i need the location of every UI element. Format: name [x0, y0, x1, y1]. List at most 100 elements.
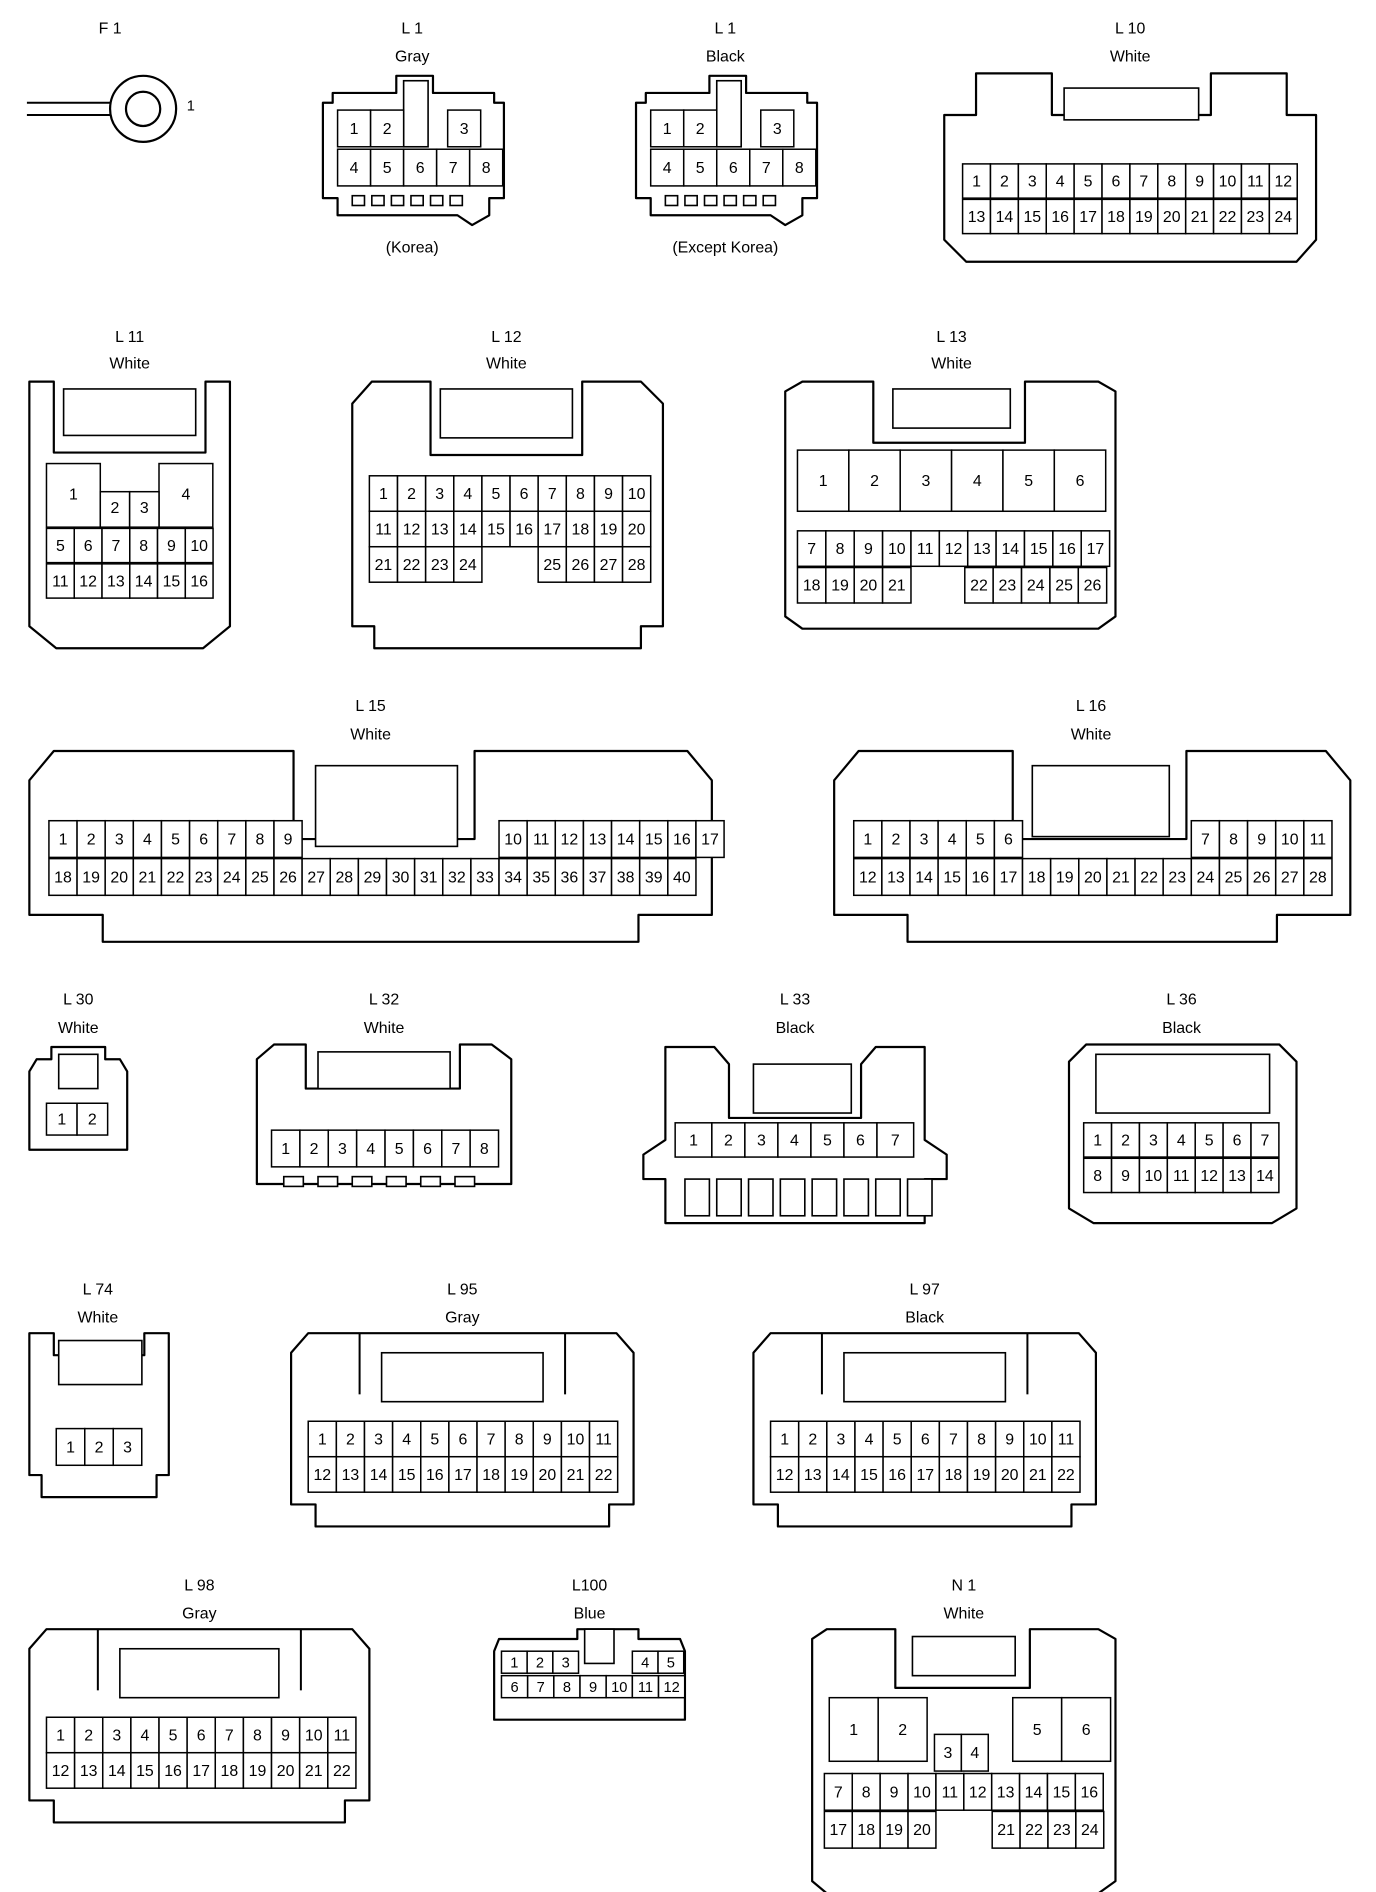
pin-cell [965, 857, 996, 897]
pin-number: 8 [795, 160, 804, 177]
pin-number: 2 [87, 831, 96, 848]
pin-cell [657, 1674, 686, 1699]
pin-cell [1222, 1157, 1252, 1194]
pin-number: 19 [1135, 209, 1153, 226]
pin-number: 7 [452, 1141, 461, 1158]
pin-number: 7 [891, 1132, 900, 1149]
pin-number: 16 [971, 869, 989, 886]
pin-number: 13 [342, 1467, 360, 1484]
pin-number: 11 [1247, 173, 1264, 190]
pin-cell [336, 148, 372, 187]
pin-cell [481, 475, 511, 513]
pin-number: 14 [370, 1467, 388, 1484]
pin-cell [48, 819, 78, 859]
pin-number: 2 [407, 486, 416, 503]
connector-code: N 1 [951, 1578, 976, 1595]
pin-number: 12 [403, 521, 421, 538]
pin-cell [160, 819, 191, 859]
pin-cell [184, 563, 214, 599]
pin-number: 5 [395, 1141, 404, 1158]
pin-number: 37 [589, 869, 607, 886]
pin-number: 34 [504, 869, 522, 886]
pin-cell [1022, 1455, 1053, 1493]
pin-number: 18 [857, 1822, 875, 1839]
pin-number: 3 [1028, 173, 1037, 190]
pin-number: 18 [1028, 869, 1046, 886]
pin-cell [909, 857, 939, 897]
pin-cell [1303, 857, 1333, 897]
pin-cell [402, 148, 438, 187]
pin-cell [1162, 857, 1193, 897]
pin-number: 6 [921, 1431, 930, 1448]
pin-number: 4 [143, 831, 152, 848]
connector-color: White [364, 1020, 405, 1037]
pin-number: 26 [1084, 578, 1102, 595]
pin-cell [470, 857, 500, 897]
pin-number: 1 [1093, 1132, 1102, 1149]
pin-cell [1101, 198, 1131, 235]
pin-number: 5 [823, 1132, 832, 1149]
pin-number: 5 [696, 160, 705, 177]
pin-number: 16 [673, 831, 691, 848]
pin-number: 25 [543, 557, 561, 574]
pin-cell [1053, 449, 1107, 513]
pin-cell [610, 819, 641, 859]
pin-number: 1 [187, 98, 195, 114]
pin-cell [156, 563, 187, 599]
pin-number: 11 [375, 521, 392, 538]
pin-number: 6 [856, 1132, 865, 1149]
pin-number: 22 [333, 1763, 351, 1780]
pin-cell [504, 1455, 535, 1493]
pin-cell [335, 1455, 366, 1493]
pin-number: 5 [169, 1727, 178, 1744]
pin-cell [101, 527, 131, 564]
pin-number: 12 [663, 1680, 679, 1696]
connector-code: L100 [572, 1578, 608, 1595]
pin-number: 8 [1229, 831, 1238, 848]
pin-number: 1 [663, 121, 672, 138]
pin-cell [245, 819, 275, 859]
pin-number: 6 [197, 1727, 206, 1744]
connector-color: Black [1162, 1020, 1201, 1037]
pin-number: 1 [972, 173, 981, 190]
pin-number: 9 [604, 486, 613, 503]
pin-number: 10 [190, 538, 208, 555]
pin-number: 4 [973, 473, 982, 490]
pin-number: 7 [548, 486, 557, 503]
pin-cell [84, 1427, 115, 1467]
pin-number: 15 [943, 869, 961, 886]
pin-number: 14 [459, 521, 477, 538]
pin-number: 8 [480, 1141, 489, 1158]
pin-number: 9 [167, 538, 176, 555]
pin-number: 10 [1281, 831, 1299, 848]
connector-lock-tab [317, 1175, 339, 1188]
pin-cell [899, 449, 953, 513]
pin-cell [961, 163, 992, 199]
connector-lock-tab [282, 1175, 305, 1188]
pin-cell [966, 1455, 997, 1493]
connector-lock-tab [906, 1178, 933, 1217]
pin-cell [1082, 1122, 1113, 1158]
pin-number: 33 [476, 869, 494, 886]
pin-cell [73, 1751, 104, 1789]
pin-number: 11 [942, 1784, 959, 1801]
pin-cell [1268, 163, 1298, 199]
pin-number: 18 [482, 1467, 500, 1484]
pin-cell [1218, 857, 1249, 897]
pin-number: 8 [482, 160, 491, 177]
pin-number: 4 [948, 831, 957, 848]
pin-number: 10 [1145, 1168, 1163, 1185]
pin-number: 10 [1219, 173, 1237, 190]
pin-number: 6 [1076, 473, 1085, 490]
pin-number: 2 [1121, 1132, 1130, 1149]
pin-cell [881, 530, 912, 568]
pin-cell [1218, 819, 1249, 859]
pin-number: 1 [863, 831, 872, 848]
pin-number: 3 [943, 1745, 952, 1762]
pin-number: 10 [567, 1431, 585, 1448]
pin-cell [621, 510, 652, 548]
pin-number: 4 [141, 1727, 150, 1744]
pin-cell [552, 1650, 580, 1674]
pin-cell [826, 1420, 856, 1458]
